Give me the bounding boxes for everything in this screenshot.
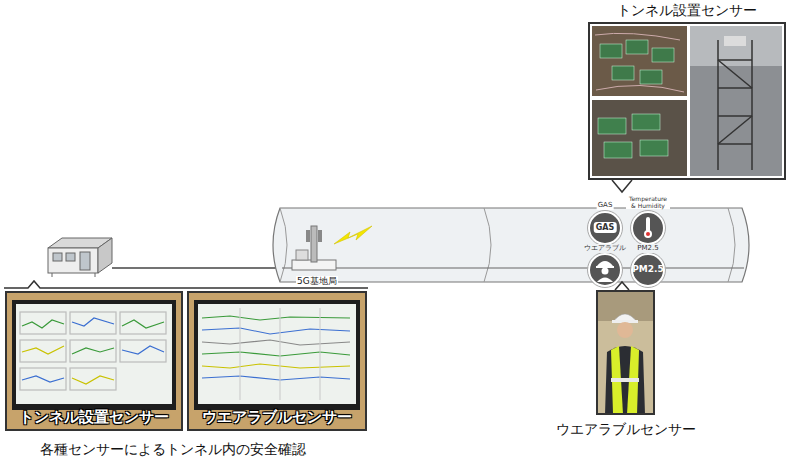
icon-label: GAS: [597, 201, 614, 210]
sensor-icon: GASGAS: [589, 212, 621, 244]
sensor-icon: ウエアラブル: [589, 254, 621, 286]
sensor-icon: PM2.5PM2.5: [632, 254, 664, 286]
site-office: [48, 238, 112, 277]
photo-heading: ウエアラブルセンサー: [556, 421, 696, 438]
callout-tail: [612, 180, 632, 192]
icon-label: PM2.5: [636, 244, 659, 253]
monitor-label: ウエアラブルセンサー: [202, 408, 352, 426]
photo-panel: トンネル設置センサー: [588, 22, 786, 180]
panel-heading: トンネル設置センサー: [617, 2, 757, 19]
caption: 各種センサーによるトンネル内の安全確認: [40, 441, 306, 458]
station-label: 5G基地局: [296, 276, 338, 287]
monitor-label: トンネル設置センサー: [19, 408, 169, 426]
monitor-box: トンネル設置センサー: [5, 291, 183, 431]
sensor-photos: [592, 26, 782, 176]
tunnel: [273, 208, 749, 282]
wearable-photo-box: ウエアラブルセンサー: [596, 290, 655, 415]
cable-line: [112, 267, 282, 269]
icon-text: PM2.5: [632, 264, 664, 275]
icon-label: ウエアラブル: [583, 244, 627, 253]
icon-label: Temperature & Humidity: [626, 195, 670, 209]
monitor-photos: [6, 292, 366, 430]
callout-tail: [615, 282, 629, 290]
base-station: [292, 226, 372, 270]
icon-text: GAS: [594, 222, 617, 233]
wearable-photo: [597, 291, 654, 414]
sensor-icon: Temperature & Humidity: [632, 212, 664, 244]
monitor-box: ウエアラブルセンサー: [187, 291, 367, 431]
